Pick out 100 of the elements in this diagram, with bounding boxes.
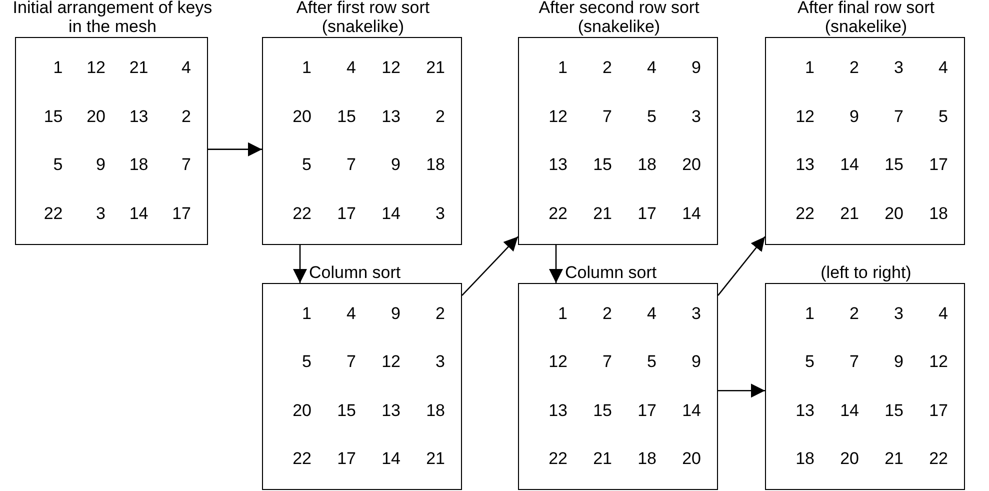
key-value: 1 [53, 58, 63, 78]
key-value: 18 [929, 204, 948, 224]
key-value: 7 [346, 155, 356, 176]
key-value: 14 [682, 400, 701, 421]
key-value: 1 [805, 58, 814, 78]
key-value: 14 [129, 204, 148, 224]
key-value: 15 [593, 400, 612, 421]
key-value: 17 [337, 204, 356, 224]
key-value: 9 [96, 155, 106, 176]
key-value: 12 [548, 352, 568, 372]
key-value: 13 [129, 106, 148, 127]
key-value: 2 [436, 304, 445, 324]
key-value: 9 [692, 352, 701, 372]
key-value: 5 [53, 155, 63, 176]
key-value: 7 [850, 352, 859, 372]
key-value: 12 [929, 352, 948, 372]
key-value: 3 [894, 304, 904, 324]
key-value: 18 [796, 448, 814, 469]
key-value: 3 [436, 352, 445, 372]
mesh-heading: After second row sort (snakelike) [538, 0, 700, 36]
key-value: 5 [805, 352, 814, 372]
key-value: 20 [292, 106, 312, 127]
arrow [718, 384, 765, 398]
arrow [462, 236, 518, 296]
key-value: 13 [382, 400, 400, 421]
key-value: 21 [426, 448, 445, 469]
key-value: 20 [682, 448, 701, 469]
key-value: 20 [292, 400, 312, 421]
key-value: 2 [850, 58, 859, 78]
key-value: 21 [840, 204, 859, 224]
mesh-heading: Initial arrangement of keys in the mesh [12, 0, 214, 36]
arrow [718, 236, 766, 296]
key-value: 20 [884, 204, 904, 224]
key-value: 20 [682, 155, 701, 176]
key-value: 13 [796, 400, 814, 421]
key-value: 20 [840, 448, 859, 469]
key-value: 7 [182, 155, 191, 176]
key-value: 15 [884, 155, 904, 176]
key-value: 7 [602, 352, 612, 372]
key-value: 9 [850, 106, 859, 127]
key-value: 9 [894, 352, 904, 372]
key-value: 4 [346, 58, 356, 78]
key-value: 15 [593, 155, 612, 176]
key-value: 18 [426, 400, 445, 421]
mesh-heading: Column sort [309, 263, 402, 282]
key-value: 17 [638, 204, 656, 224]
key-value: 14 [840, 155, 859, 176]
key-value: 18 [426, 155, 445, 176]
key-value: 3 [692, 106, 701, 127]
key-value: 3 [436, 204, 445, 224]
mesh-heading: After first row sort (snakelike) [295, 0, 431, 36]
key-value: 4 [647, 58, 656, 78]
key-value: 22 [292, 204, 312, 224]
key-value: 22 [548, 204, 568, 224]
key-value: 2 [602, 304, 612, 324]
key-value: 7 [894, 106, 904, 127]
key-value: 9 [391, 304, 400, 324]
key-value: 9 [391, 155, 400, 176]
key-value: 2 [850, 304, 859, 324]
arrow [549, 245, 563, 283]
key-value: 4 [647, 304, 656, 324]
key-value: 3 [894, 58, 904, 78]
key-value: 4 [938, 304, 948, 324]
key-value: 17 [929, 400, 948, 421]
key-value: 14 [840, 400, 859, 421]
key-value: 4 [346, 304, 356, 324]
key-value: 12 [86, 58, 106, 78]
key-value: 1 [558, 304, 568, 324]
key-value: 3 [692, 304, 701, 324]
key-value: 17 [172, 204, 191, 224]
key-value: 2 [602, 58, 612, 78]
mesh-heading: After final row sort (snakelike) [796, 0, 936, 36]
key-value: 22 [796, 204, 814, 224]
key-value: 21 [129, 58, 148, 78]
key-value: 14 [382, 204, 400, 224]
key-value: 17 [638, 400, 656, 421]
key-value: 14 [682, 204, 701, 224]
key-value: 12 [548, 106, 568, 127]
key-value: 22 [548, 448, 568, 469]
key-value: 1 [558, 58, 568, 78]
key-value: 4 [938, 58, 948, 78]
key-value: 5 [647, 352, 656, 372]
key-value: 18 [129, 155, 148, 176]
key-value: 22 [44, 204, 63, 224]
key-value: 22 [929, 448, 948, 469]
key-value: 7 [346, 352, 356, 372]
key-value: 21 [593, 448, 612, 469]
key-value: 2 [436, 106, 445, 127]
key-value: 5 [647, 106, 656, 127]
key-value: 1 [302, 304, 312, 324]
key-value: 13 [796, 155, 814, 176]
key-value: 9 [692, 58, 701, 78]
key-value: 21 [426, 58, 445, 78]
key-value: 22 [292, 448, 312, 469]
key-value: 17 [337, 448, 356, 469]
key-value: 7 [602, 106, 612, 127]
key-value: 18 [638, 155, 656, 176]
key-value: 17 [929, 155, 948, 176]
key-value: 15 [44, 106, 63, 127]
key-value: 12 [382, 58, 400, 78]
